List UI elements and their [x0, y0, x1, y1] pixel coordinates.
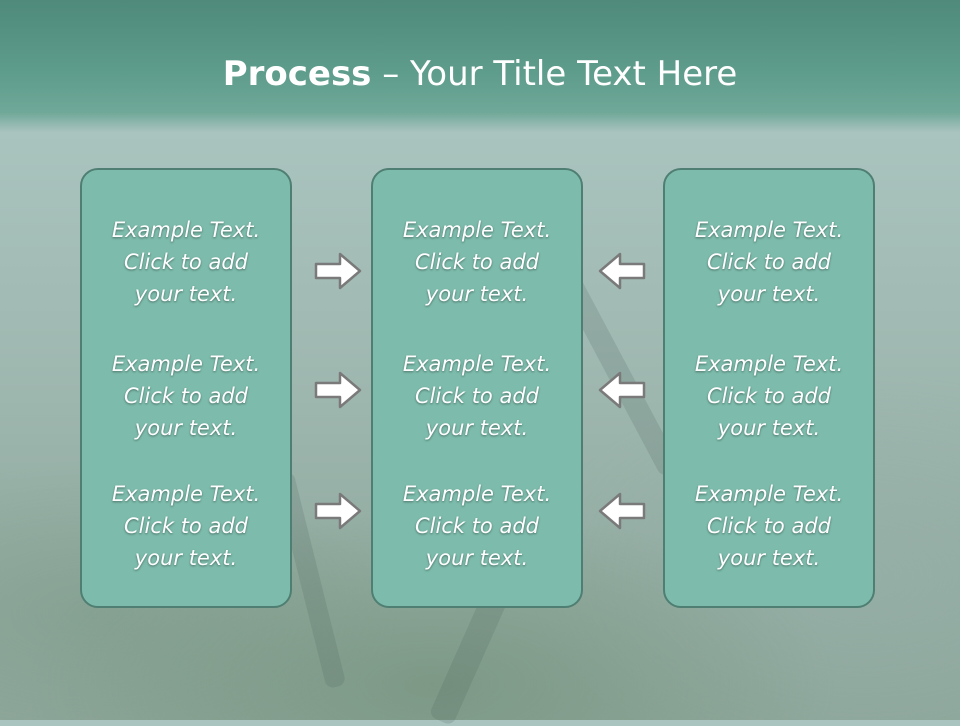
text-line: Click to add	[123, 384, 248, 408]
text-line: Example Text.	[402, 352, 552, 376]
text-line: your text.	[425, 546, 529, 570]
arrow-left-icon	[598, 251, 646, 291]
text-line: Example Text.	[111, 482, 261, 506]
text-line: Click to add	[706, 384, 831, 408]
text-item[interactable]: Example Text. Click to add your text.	[82, 348, 290, 444]
arrow-right-icon	[314, 251, 362, 291]
arrow-left-icon	[598, 370, 646, 410]
text-line: Click to add	[414, 250, 539, 274]
right-text-box[interactable]: Example Text. Click to add your text. Ex…	[663, 168, 875, 608]
text-line: Example Text.	[694, 482, 844, 506]
title-rest: – Your Title Text Here	[371, 54, 738, 94]
text-line: Example Text.	[402, 482, 552, 506]
text-line: your text.	[717, 282, 821, 306]
center-text-box[interactable]: Example Text. Click to add your text. Ex…	[371, 168, 583, 608]
text-line: Example Text.	[111, 218, 261, 242]
text-item[interactable]: Example Text. Click to add your text.	[373, 214, 581, 310]
text-line: your text.	[134, 546, 238, 570]
text-line: Click to add	[706, 514, 831, 538]
page-title[interactable]: Process – Your Title Text Here	[0, 52, 960, 96]
left-text-box[interactable]: Example Text. Click to add your text. Ex…	[80, 168, 292, 608]
text-item[interactable]: Example Text. Click to add your text.	[373, 348, 581, 444]
text-line: your text.	[717, 416, 821, 440]
text-line: your text.	[425, 416, 529, 440]
text-line: Example Text.	[111, 352, 261, 376]
arrow-right-icon	[314, 370, 362, 410]
arrow-left-icon	[598, 491, 646, 531]
text-line: Example Text.	[694, 218, 844, 242]
text-line: Click to add	[123, 514, 248, 538]
text-item[interactable]: Example Text. Click to add your text.	[665, 478, 873, 574]
text-item[interactable]: Example Text. Click to add your text.	[82, 214, 290, 310]
text-line: Example Text.	[694, 352, 844, 376]
text-line: your text.	[425, 282, 529, 306]
text-line: your text.	[134, 282, 238, 306]
text-line: your text.	[717, 546, 821, 570]
text-item[interactable]: Example Text. Click to add your text.	[665, 348, 873, 444]
title-bold: Process	[222, 54, 372, 94]
arrow-right-icon	[314, 491, 362, 531]
text-item[interactable]: Example Text. Click to add your text.	[82, 478, 290, 574]
text-line: Click to add	[706, 250, 831, 274]
text-line: Example Text.	[402, 218, 552, 242]
text-item[interactable]: Example Text. Click to add your text.	[373, 478, 581, 574]
text-line: your text.	[134, 416, 238, 440]
text-line: Click to add	[414, 514, 539, 538]
text-line: Click to add	[123, 250, 248, 274]
text-item[interactable]: Example Text. Click to add your text.	[665, 214, 873, 310]
text-line: Click to add	[414, 384, 539, 408]
title-bar	[0, 0, 960, 132]
